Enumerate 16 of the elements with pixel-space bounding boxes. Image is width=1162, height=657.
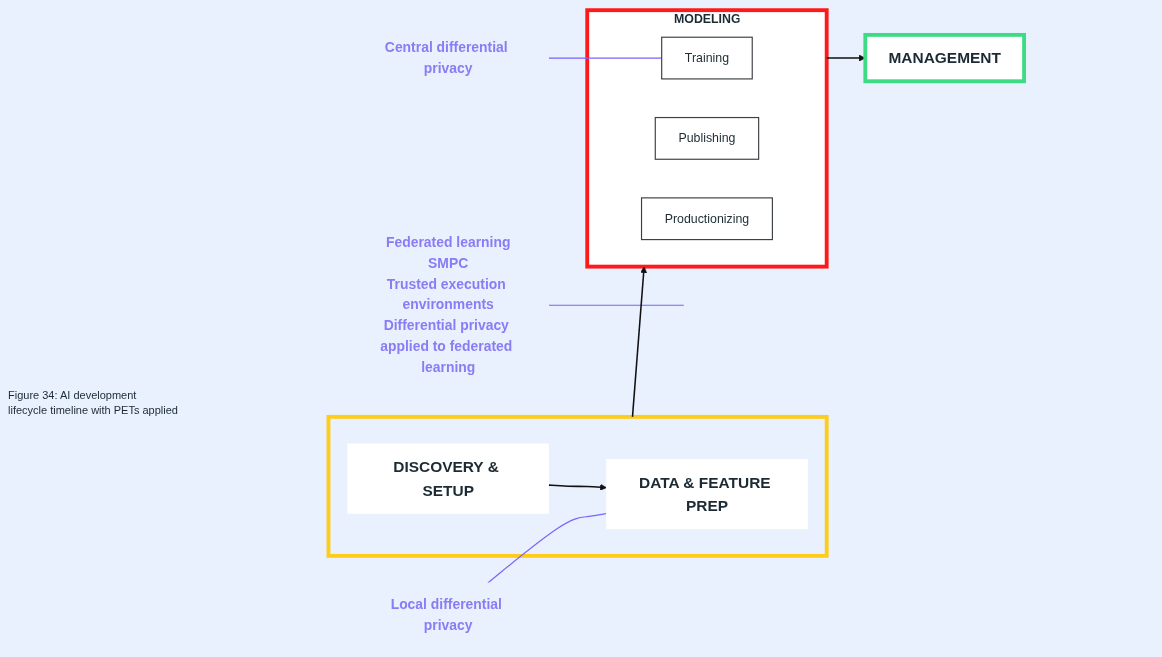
node-text: Central differential privacy [384, 39, 508, 76]
node-box: DATA & FEATURE PREP [605, 458, 808, 529]
node-text: Local differential privacy [390, 596, 502, 633]
cluster [326, 414, 829, 558]
connector [547, 304, 685, 306]
node-box: Publishing [654, 116, 759, 160]
connector [547, 57, 662, 59]
node-box: DISCOVERY & SETUP [347, 443, 549, 514]
connector [486, 512, 607, 584]
node-text: Federated learning SMPC Trusted execution environments Differential privacy applied to federated learning [379, 234, 513, 375]
node-box: Training [660, 36, 753, 79]
arrow [631, 265, 647, 418]
figure-caption: Figure 34: AI development lifecycle timeline with PETs applied [8, 388, 178, 419]
arrow [547, 483, 607, 491]
node-box: MANAGEMENT [863, 32, 1026, 83]
node-box: Productionizing [640, 196, 773, 240]
